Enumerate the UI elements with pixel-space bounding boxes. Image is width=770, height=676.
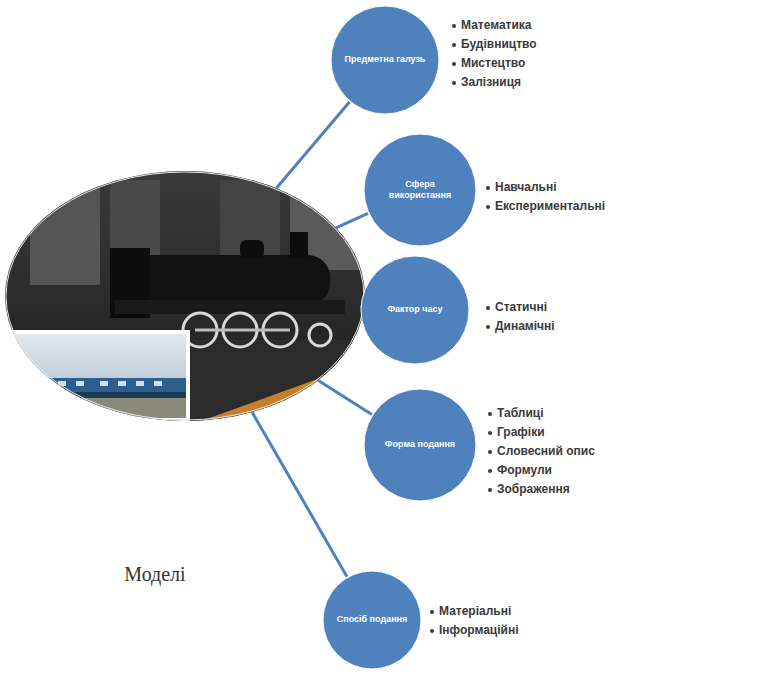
list-item: Таблиці: [497, 406, 544, 420]
bullet-dot: [430, 610, 434, 614]
list-item: Динамічні: [495, 319, 555, 333]
list-item: Графіки: [497, 425, 545, 439]
model-oval: Моделі: [5, 171, 365, 421]
category-circle: Форма подання: [363, 388, 477, 502]
list-item: Словесний опис: [497, 444, 595, 458]
bullet-dot: [488, 431, 492, 435]
bullet-dot: [486, 205, 490, 209]
connector-line: [276, 102, 349, 188]
category-circle: Предметна галузь: [330, 5, 440, 115]
list-item: Експериментальні: [495, 199, 605, 213]
category-title: Спосіб подання: [334, 570, 410, 670]
list-item: Будівництво: [461, 37, 537, 51]
category-circle: Сфера використання: [363, 133, 477, 247]
bullet-dot: [488, 450, 492, 454]
list-item: Навчальні: [495, 180, 556, 194]
category-circle: Спосіб подання: [322, 570, 422, 670]
list-item: Мистецтво: [461, 56, 525, 70]
bullet-dot: [488, 469, 492, 473]
category-circle: Фактор часу: [360, 255, 470, 365]
connector-line: [336, 213, 368, 227]
bullet-dot: [488, 412, 492, 416]
oval-outline: [5, 171, 365, 421]
connector-line: [252, 412, 347, 577]
bullet-dot: [486, 325, 490, 329]
model-caption: Моделі: [5, 563, 305, 586]
category-title: Форма подання: [377, 388, 464, 502]
list-item: Статичні: [495, 300, 547, 314]
list-item: Зображення: [497, 482, 570, 496]
bullet-dot: [486, 186, 490, 190]
bullet-dot: [452, 24, 456, 28]
category-title: Сфера використання: [377, 133, 464, 247]
list-item: Інформаційні: [439, 623, 519, 637]
bullet-dot: [452, 62, 456, 66]
bullet-dot: [430, 629, 434, 633]
category-title: Фактор часу: [373, 255, 457, 365]
list-item: Формули: [497, 463, 552, 477]
list-item: Математика: [461, 18, 532, 32]
connector-line: [318, 380, 372, 414]
list-item: Залізниця: [461, 75, 521, 89]
bullet-dot: [452, 81, 456, 85]
bullet-dot: [486, 306, 490, 310]
category-title: Предметна галузь: [343, 5, 427, 115]
bullet-dot: [452, 43, 456, 47]
bullet-dot: [488, 488, 492, 492]
list-item: Матеріальні: [439, 604, 511, 618]
